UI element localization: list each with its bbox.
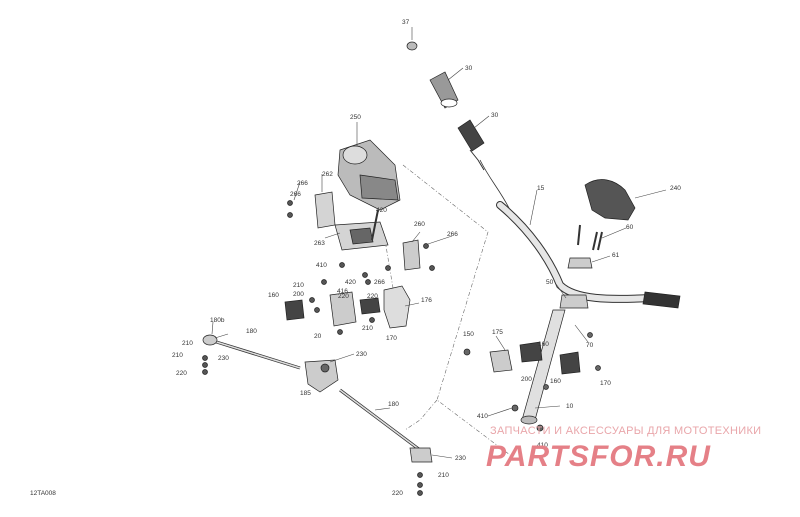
callout-150: 150: [463, 331, 474, 338]
callout-220: 220: [367, 293, 378, 300]
callout-160: 160: [538, 341, 549, 348]
callout-410: 410: [477, 413, 488, 420]
callout-50: 50: [546, 279, 554, 286]
callout-15: 15: [537, 185, 545, 192]
callout-160: 160: [268, 292, 279, 299]
callout-230: 230: [218, 355, 229, 362]
callout-416: 416: [337, 288, 348, 295]
callout-220: 220: [392, 490, 403, 497]
callout-420: 420: [345, 279, 356, 286]
callout-20: 20: [314, 333, 322, 340]
callout-262: 262: [322, 171, 333, 178]
callout-266: 266: [447, 231, 458, 238]
callout-240: 240: [670, 185, 681, 192]
callout-263: 263: [314, 240, 325, 247]
callout-176: 176: [421, 297, 432, 304]
leader-lines: [211, 27, 667, 459]
callout-410: 410: [537, 442, 548, 449]
assembly-boundary-2: [404, 399, 438, 431]
callout-180b: 180b: [210, 317, 225, 324]
callout-230: 230: [455, 455, 466, 462]
callout-160: 160: [550, 378, 561, 385]
callout-250: 250: [350, 114, 361, 121]
callout-170: 170: [600, 380, 611, 387]
callout-266: 266: [290, 191, 301, 198]
callout-210: 210: [438, 472, 449, 479]
diagram-code: 12TA008: [30, 490, 56, 497]
callout-200: 200: [293, 291, 304, 298]
callout-30: 30: [491, 112, 499, 119]
callout-180: 180: [388, 401, 399, 408]
assembly-boundary: [402, 164, 511, 456]
handlebar-assembly: [406, 41, 681, 432]
watermark-brand: PARTSFOR.RU: [486, 440, 711, 473]
watermark: ЗАПЧАСТИ И АКСЕССУАРЫ ДЛЯ МОТОТЕХНИКИ PA…: [486, 425, 761, 473]
steering-unit-assembly: [202, 139, 435, 496]
callout-210: 210: [182, 340, 193, 347]
callout-175: 175: [492, 329, 503, 336]
callout-30: 30: [465, 65, 473, 72]
callout-230: 230: [356, 351, 367, 358]
callout-420: 420: [376, 207, 387, 214]
callout-170: 170: [386, 335, 397, 342]
callout-220: 220: [338, 293, 349, 300]
callout-260: 260: [414, 221, 425, 228]
callout-60: 60: [626, 224, 634, 231]
callout-220: 220: [176, 370, 187, 377]
callout-200: 200: [521, 376, 532, 383]
callout-410: 410: [316, 262, 327, 269]
callout-70: 70: [586, 342, 594, 349]
callout-210: 210: [362, 325, 373, 332]
callout-37: 37: [402, 19, 410, 26]
callout-185: 185: [300, 390, 311, 397]
callout-10: 10: [566, 403, 574, 410]
callout-210: 210: [172, 352, 183, 359]
watermark-tagline: ЗАПЧАСТИ И АКСЕССУАРЫ ДЛЯ МОТОТЕХНИКИ: [490, 425, 761, 437]
callout-210: 210: [293, 282, 304, 289]
callout-labels: 37 30 30 15 240 250 262 266 266 263 260 …: [30, 19, 681, 497]
callout-266: 266: [297, 180, 308, 187]
callout-266: 266: [374, 279, 385, 286]
callout-180: 180: [246, 328, 257, 335]
callout-61: 61: [612, 252, 620, 259]
